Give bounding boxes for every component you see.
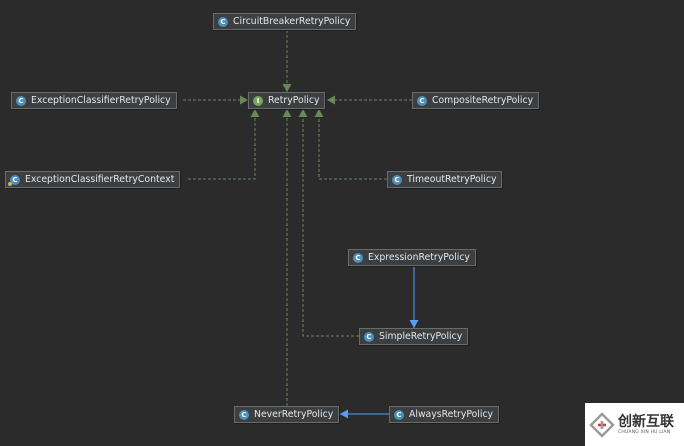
node-exception-classifier-retry-context[interactable]: C ExceptionClassifierRetryContext bbox=[5, 171, 181, 188]
node-timeout-retry-policy[interactable]: C TimeoutRetryPolicy bbox=[387, 171, 503, 188]
node-exception-classifier-retry-policy[interactable]: C ExceptionClassifierRetryPolicy bbox=[11, 92, 177, 109]
node-label: RetryPolicy bbox=[268, 95, 320, 106]
node-circuit-breaker-retry-policy[interactable]: C CircuitBreakerRetryPolicy bbox=[213, 13, 357, 30]
arrowhead-composite-to-retry_policy bbox=[327, 95, 335, 105]
watermark-cn: 创新互联 bbox=[618, 413, 674, 430]
node-label: ExceptionClassifierRetryPolicy bbox=[31, 95, 171, 106]
class-icon: C bbox=[218, 16, 228, 27]
arrowhead-expression-to-simple bbox=[409, 320, 419, 328]
class-icon: C bbox=[16, 95, 26, 106]
node-label: AlwaysRetryPolicy bbox=[409, 409, 494, 420]
node-label: ExpressionRetryPolicy bbox=[368, 252, 470, 263]
node-never-retry-policy[interactable]: C NeverRetryPolicy bbox=[234, 406, 340, 423]
edge-simple-to-retry_policy bbox=[302, 109, 359, 337]
class-icon: C bbox=[394, 409, 404, 420]
node-simple-retry-policy[interactable]: C SimpleRetryPolicy bbox=[359, 328, 469, 345]
edge-timeout-to-retry_policy bbox=[318, 109, 387, 180]
class-icon: C bbox=[239, 409, 249, 420]
node-label: TimeoutRetryPolicy bbox=[407, 174, 497, 185]
node-expression-retry-policy[interactable]: C ExpressionRetryPolicy bbox=[348, 249, 476, 266]
node-always-retry-policy[interactable]: C AlwaysRetryPolicy bbox=[389, 406, 500, 423]
arrowhead-exception_context-to-retry_policy bbox=[250, 109, 260, 117]
node-label: ExceptionClassifierRetryContext bbox=[25, 174, 175, 185]
node-label: CircuitBreakerRetryPolicy bbox=[233, 16, 351, 27]
class-icon: C bbox=[417, 95, 427, 106]
arrowhead-always-to-never bbox=[340, 409, 348, 419]
arrowhead-timeout-to-retry_policy bbox=[314, 109, 324, 117]
watermark-text: 创新互联 CHUANG XIN HU LIAN bbox=[618, 413, 674, 435]
edge-layer bbox=[183, 30, 419, 419]
node-label: SimpleRetryPolicy bbox=[379, 331, 463, 342]
class-icon: C bbox=[392, 174, 402, 185]
node-composite-retry-policy[interactable]: C CompositeRetryPolicy bbox=[412, 92, 540, 109]
arrowhead-simple-to-retry_policy bbox=[298, 109, 308, 117]
node-retry-policy[interactable]: I RetryPolicy bbox=[248, 92, 326, 109]
brand-logo-icon bbox=[589, 411, 615, 438]
class-icon: C bbox=[353, 252, 363, 263]
arrowhead-never-to-retry_policy bbox=[282, 109, 292, 117]
class-icon: C bbox=[364, 331, 374, 342]
arrowhead-exception_classifier-to-retry_policy bbox=[240, 95, 248, 105]
node-label: NeverRetryPolicy bbox=[254, 409, 334, 420]
edge-exception_context-to-retry_policy bbox=[188, 109, 256, 180]
inner-class-icon: C bbox=[8, 174, 20, 186]
interface-icon: I bbox=[253, 95, 263, 106]
watermark-logo: 创新互联 CHUANG XIN HU LIAN bbox=[585, 403, 684, 446]
arrowhead-circuit_breaker-to-retry_policy bbox=[282, 84, 292, 92]
node-label: CompositeRetryPolicy bbox=[432, 95, 534, 106]
watermark-en: CHUANG XIN HU LIAN bbox=[618, 429, 671, 435]
